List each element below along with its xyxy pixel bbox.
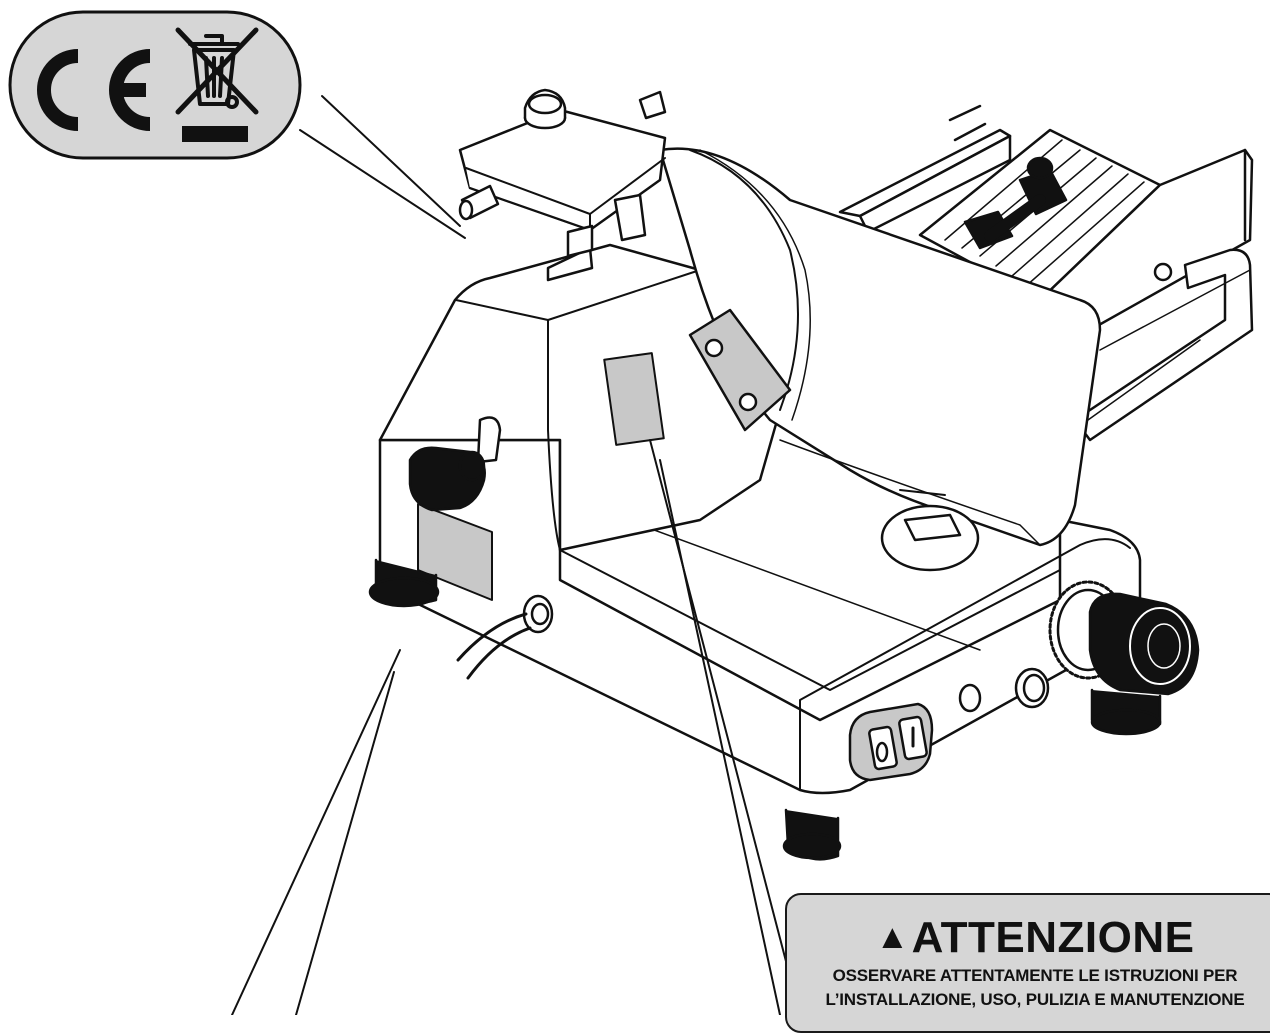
rating-plate [603,352,665,446]
warning-leader-lines [649,439,801,1015]
warning-heading: ▲ATTENZIONE [787,913,1270,962]
power-cord [456,594,554,680]
crossed-out-wheelie-bin-icon [175,27,259,142]
foot-left [368,558,440,608]
warning-triangle-icon: ▲ [875,918,910,956]
badge-leader-lines [299,95,466,239]
power-switch [848,702,934,782]
bottom-leader-lines [231,649,401,1015]
side-knob [408,416,502,512]
slicer-feet [368,558,1162,861]
thickness-knob [1088,592,1200,696]
warning-label: ▲ATTENZIONE OSSERVARE ATTENTAMENTE LE IS… [785,893,1270,1033]
sharpener-pin [638,90,667,120]
product-carriage [838,104,1254,442]
sharpener-assembly [458,88,667,282]
ce-weee-badge [8,10,302,160]
ce-mark [37,49,151,131]
warning-heading-text: ATTENZIONE [911,913,1195,962]
warning-body-line-2: L’INSTALLAZIONE, USO, PULIZIA E MANUTENZ… [825,990,1245,1009]
sharpener-side-pin [458,184,500,221]
foot-front [782,808,842,861]
small-button [1014,667,1050,709]
blade-bracket [688,308,792,432]
foot-right [1090,688,1162,736]
pusher-handle [963,156,1068,250]
blade-hub [880,489,980,572]
warning-body-line-1: OSSERVARE ATTENTAMENTE LE ISTRUZIONI PER [832,966,1238,985]
sharpener-knob [523,88,567,130]
indicator-light [958,683,982,713]
